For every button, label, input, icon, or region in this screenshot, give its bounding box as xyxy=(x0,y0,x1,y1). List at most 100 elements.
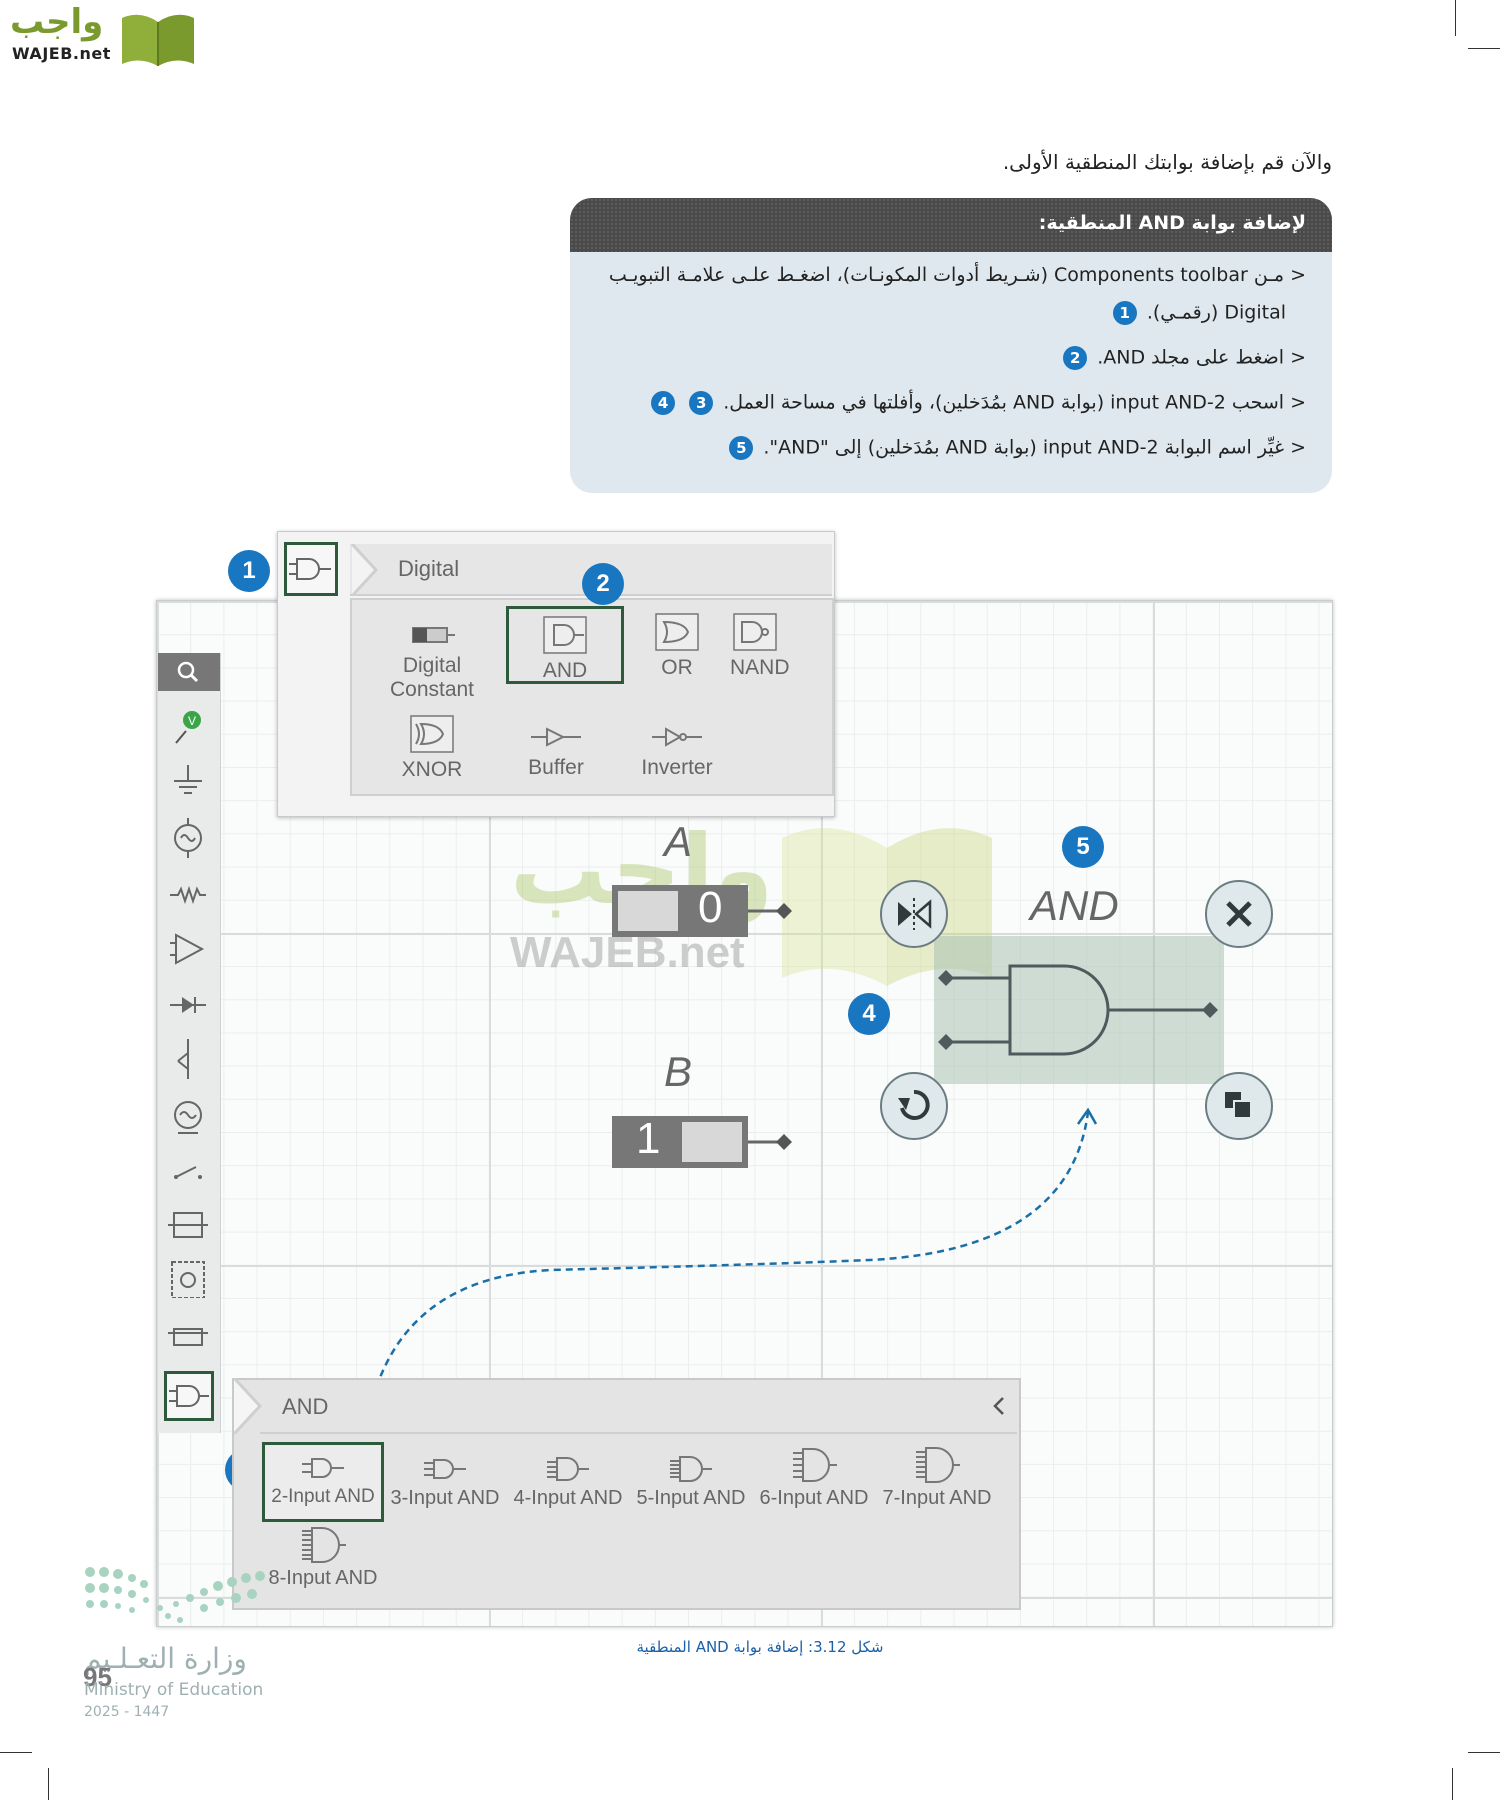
intro-text: والآن قم بإضافة بوابتك المنطقية الأولى. xyxy=(1002,150,1332,174)
close-icon xyxy=(1226,901,1252,927)
delete-button[interactable] xyxy=(1205,880,1273,948)
input-b-label: B xyxy=(664,1048,693,1095)
input-a-value: 0 xyxy=(698,883,723,932)
and-gates-panel: AND 2-Input AND 3-Input AND 4-Input AND … xyxy=(232,1378,1021,1610)
diode-icon[interactable] xyxy=(168,985,208,1025)
step-marker: 3 xyxy=(689,391,714,415)
chevron-left-icon[interactable] xyxy=(991,1396,1007,1416)
callout-1: 1 xyxy=(228,550,270,592)
input-a-toggle[interactable] xyxy=(618,891,678,931)
digital-panel-body: Digital Constant AND OR NAND XNOR Buffer… xyxy=(350,598,834,796)
step-1-line-2: Digital (رقمـي). 1 xyxy=(1109,301,1286,325)
step-1-text: Digital (رقمـي). xyxy=(1146,301,1286,324)
six-input-and-item[interactable]: 6-Input AND xyxy=(755,1446,873,1510)
instruction-box: لإضافة بوابة AND المنطقية: < مـن Compone… xyxy=(570,198,1332,493)
callout-5: 5 xyxy=(1062,826,1104,868)
step-2: < اضغط على مجلد AND. 2 xyxy=(1059,346,1306,370)
input-b-toggle[interactable] xyxy=(682,1122,742,1162)
and-gate-symbol xyxy=(938,964,1218,1056)
academic-year: 2025 - 1447 xyxy=(84,1704,170,1720)
xnor-folder-item[interactable]: XNOR xyxy=(372,712,492,782)
logo-latin: WAJEB.net xyxy=(12,44,111,63)
transistor-icon[interactable] xyxy=(168,1039,208,1079)
and-8-icon xyxy=(302,1527,346,1563)
step-4: < غيِّر اسم البوابة 2-input AND (بوابة A… xyxy=(725,436,1306,460)
buffer-gate-icon xyxy=(531,727,581,747)
and-7-icon xyxy=(916,1447,960,1483)
output-pin-icon[interactable] xyxy=(748,1130,798,1154)
and-gate-icon xyxy=(169,1385,209,1407)
nand-gate-icon xyxy=(733,613,777,651)
item-label: 4-Input AND xyxy=(513,1487,623,1509)
input-b-value: 1 xyxy=(636,1114,661,1163)
digital-constant-item[interactable]: Digital Constant xyxy=(372,620,492,702)
and-3-icon xyxy=(424,1459,466,1479)
figure-caption: شكل 3.12: إضافة بوابة AND المنطقية xyxy=(636,1638,884,1656)
step-marker: 1 xyxy=(1112,301,1137,325)
three-input-and-item[interactable]: 3-Input AND xyxy=(386,1454,504,1510)
or-gate-icon xyxy=(655,613,699,651)
chevron-right-icon xyxy=(232,1378,263,1434)
seven-input-and-item[interactable]: 7-Input AND xyxy=(878,1446,996,1510)
rotate-icon xyxy=(898,1089,930,1120)
digital-tab[interactable] xyxy=(284,542,338,596)
resistor-icon[interactable] xyxy=(168,875,208,915)
rotate-button[interactable] xyxy=(880,1072,948,1140)
step-marker: 2 xyxy=(1063,346,1088,370)
logic-gate-toolbar-button[interactable] xyxy=(164,1371,214,1421)
step-1-line-1: < مـن Components toolbar (شـريط أدوات ال… xyxy=(608,264,1306,286)
and-4-icon xyxy=(547,1457,589,1481)
search-icon[interactable] xyxy=(158,653,220,691)
instruction-title: لإضافة بوابة AND المنطقية: xyxy=(570,198,1332,252)
item-label: NAND xyxy=(730,656,790,679)
four-input-and-item[interactable]: 4-Input AND xyxy=(509,1454,627,1510)
and-panel-title: AND xyxy=(282,1394,329,1419)
callout-2: 2 xyxy=(582,563,624,605)
switch-icon[interactable] xyxy=(168,1153,208,1193)
components-toolbar: V xyxy=(158,653,221,1433)
step-3-text: < اسحب 2-input AND (بوابة AND بمُدَخلين)… xyxy=(723,391,1306,414)
xnor-gate-icon xyxy=(410,715,454,753)
wajeb-logo: واجب WAJEB.net xyxy=(10,2,194,68)
page-number: 95 xyxy=(83,1662,112,1692)
gate-name-label[interactable]: AND xyxy=(1030,882,1119,929)
step-2-text: < اضغط على مجلد AND. xyxy=(1097,346,1306,369)
voltmeter-probe-icon[interactable]: V xyxy=(168,707,208,747)
item-label: 6-Input AND xyxy=(759,1487,869,1509)
flip-button[interactable] xyxy=(880,880,948,948)
input-a-constant[interactable]: 0 xyxy=(612,883,792,937)
duplicate-button[interactable] xyxy=(1205,1072,1273,1140)
inverter-item[interactable]: Inverter xyxy=(617,722,737,780)
or-folder-item[interactable]: OR xyxy=(617,610,737,680)
digital-panel-title: Digital xyxy=(398,556,460,581)
eight-input-and-item[interactable]: 8-Input AND xyxy=(264,1526,382,1590)
relay-icon[interactable] xyxy=(168,1205,208,1245)
item-label: Inverter xyxy=(641,756,713,779)
buffer-item[interactable]: Buffer xyxy=(496,722,616,780)
step-marker: 5 xyxy=(729,436,754,460)
and-gate-icon xyxy=(543,616,587,654)
callout-4: 4 xyxy=(848,993,890,1035)
item-label: 8-Input AND xyxy=(268,1567,378,1589)
ministry-english: Ministry of Education xyxy=(84,1680,264,1700)
and-gate-selection[interactable] xyxy=(934,936,1224,1084)
and-folder-item[interactable]: AND xyxy=(506,606,624,684)
chip-icon[interactable] xyxy=(168,1317,208,1357)
source-module-icon[interactable] xyxy=(168,1258,208,1298)
output-pin-icon[interactable] xyxy=(748,899,798,923)
light-bulb-icon[interactable] xyxy=(168,1099,208,1139)
nand-folder-item[interactable]: NAND xyxy=(730,610,830,680)
input-b-constant[interactable]: 1 xyxy=(612,1114,792,1168)
five-input-and-item[interactable]: 5-Input AND xyxy=(632,1454,750,1510)
ground-icon[interactable] xyxy=(168,763,208,803)
ac-source-icon[interactable] xyxy=(168,818,208,858)
and-6-icon xyxy=(793,1448,837,1482)
item-label: Constant xyxy=(389,678,475,701)
book-icon xyxy=(122,14,194,66)
step-4-text: < غيِّر اسم البوابة 2-input AND (بوابة A… xyxy=(763,436,1306,459)
item-label: AND xyxy=(542,659,588,682)
two-input-and-item[interactable]: 2-Input AND xyxy=(262,1442,384,1522)
item-label: 3-Input AND xyxy=(390,1487,500,1509)
op-amp-icon[interactable] xyxy=(168,929,208,969)
digital-components-panel: Digital Digital Constant AND OR NAND XNO… xyxy=(277,531,835,817)
